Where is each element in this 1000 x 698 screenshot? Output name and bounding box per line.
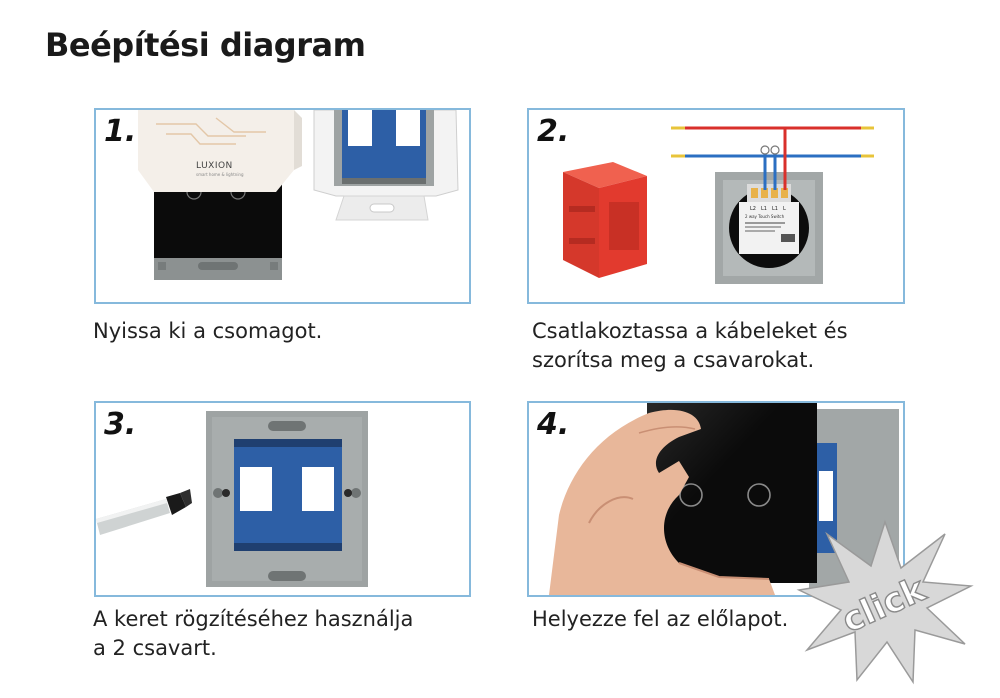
caption-line: A keret rögzítéséhez használja (93, 607, 414, 631)
step-4-caption: Helyezze fel az előlapot. (532, 605, 788, 634)
terminal-label-4: L (783, 206, 786, 212)
terminal-label-2: L1 (761, 206, 767, 212)
step-3-panel: 3. (94, 401, 471, 597)
module-title-label: 2 way Touch Switch (745, 214, 785, 219)
page-title: Beépítési diagram (45, 26, 366, 64)
step-1-caption: Nyissa ki a csomagot. (93, 317, 322, 346)
step-2-caption: Csatlakoztassa a kábeleket és szorítsa m… (532, 317, 848, 375)
caption-line: Csatlakoztassa a kábeleket és (532, 319, 848, 343)
step-3-illustration (96, 411, 368, 587)
step-3-caption: A keret rögzítéséhez használja a 2 csava… (93, 605, 413, 663)
caption-line: szorítsa meg a csavarokat. (532, 348, 815, 372)
step-2-panel: 2. L2 L1 L1 L 2 way Touch Switch (527, 108, 905, 304)
step-2-number: 2. (537, 114, 570, 149)
step-1-illustration: LUXION smart home & lightning (138, 110, 459, 280)
step-4-number: 4. (537, 407, 570, 442)
caption-line: a 2 csavart. (93, 636, 217, 660)
click-burst-badge: click (796, 519, 974, 685)
terminal-label-1: L2 (750, 206, 756, 212)
caption-line: Nyissa ki a csomagot. (93, 319, 323, 343)
caption-line: Helyezze fel az előlapot. (532, 607, 789, 631)
box-brand-label: LUXION (196, 161, 233, 171)
step-1-number: 1. (104, 114, 137, 149)
step-4-illustration (549, 403, 899, 595)
terminal-label-3: L1 (772, 206, 778, 212)
step-2-illustration: L2 L1 L1 L 2 way Touch Switch (563, 126, 874, 284)
step-1-panel: 1. LUXION smart home & lightning (94, 108, 471, 304)
step-3-number: 3. (104, 407, 137, 442)
box-subtitle-label: smart home & lightning (196, 172, 244, 177)
